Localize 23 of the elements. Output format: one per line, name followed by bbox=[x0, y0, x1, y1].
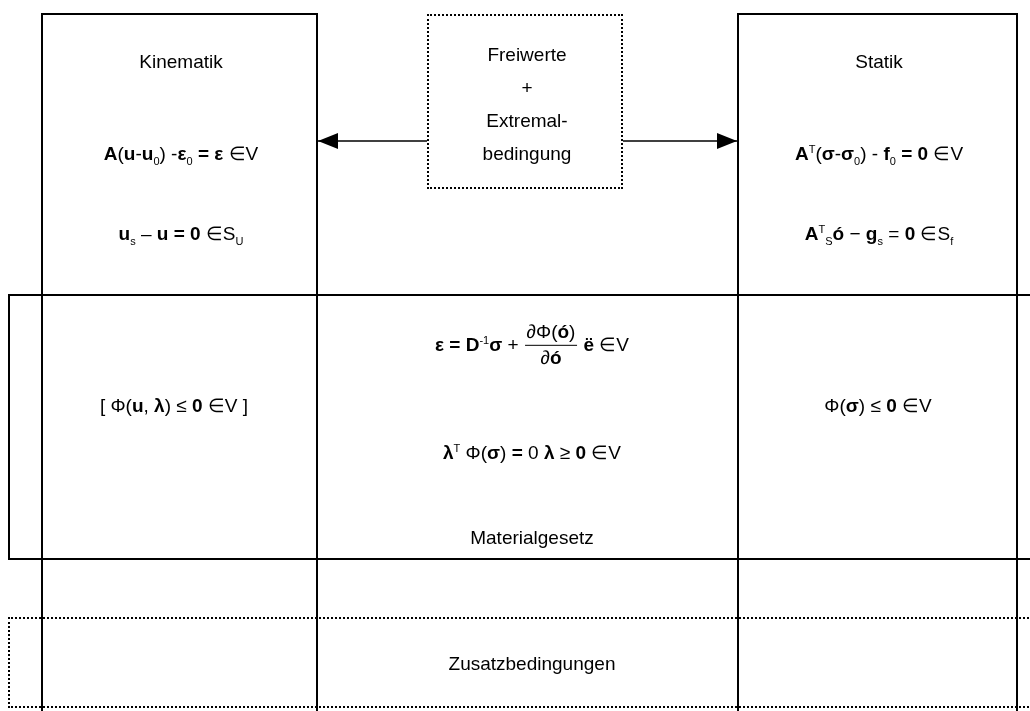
formula: Φ(σ) ≤ 0 ∈V bbox=[824, 395, 932, 418]
fraction-numerator: ∂Φ(ó) bbox=[524, 319, 578, 346]
column-box bbox=[41, 13, 318, 711]
column-box bbox=[737, 13, 1018, 711]
formula: ε = D$^{-1}$σ + bbox=[435, 333, 519, 357]
formula: ë ∈V bbox=[583, 333, 629, 357]
note-box bbox=[427, 14, 623, 189]
formula: A(u-u$_{0}$) -ε$_{0}$ = ε ∈V bbox=[103, 143, 259, 168]
band-box bbox=[8, 294, 1030, 560]
formula: u$_{s}$ – u = 0 ∈S$_{U}$ bbox=[118, 223, 244, 248]
formula: A$^{T}$$_{S}$ó − g$_{s}$ = 0 ∈S$_{f}$ bbox=[804, 223, 954, 249]
formula: A$^{T}$(σ-σ$_{0}$) - f$_{0}$ = 0 ∈V bbox=[794, 143, 964, 169]
heading: Statik bbox=[855, 51, 903, 74]
label: Freiwerte + Extremal- bedingung bbox=[482, 43, 572, 166]
heading: Zusatzbedingungen bbox=[448, 653, 616, 676]
formula: [ Φ(u, λ) ≤ 0 ∈V ] bbox=[99, 395, 249, 418]
fraction-denominator: ∂ó bbox=[539, 345, 563, 370]
arrow bbox=[317, 133, 428, 149]
heading: Materialgesetz bbox=[470, 527, 594, 550]
formula: λ$^{T}$ Φ(σ) = 0 λ ≥ 0 ∈V bbox=[443, 442, 621, 466]
heading: Kinematik bbox=[139, 51, 223, 74]
band-box bbox=[8, 617, 1030, 708]
arrow bbox=[622, 133, 738, 149]
